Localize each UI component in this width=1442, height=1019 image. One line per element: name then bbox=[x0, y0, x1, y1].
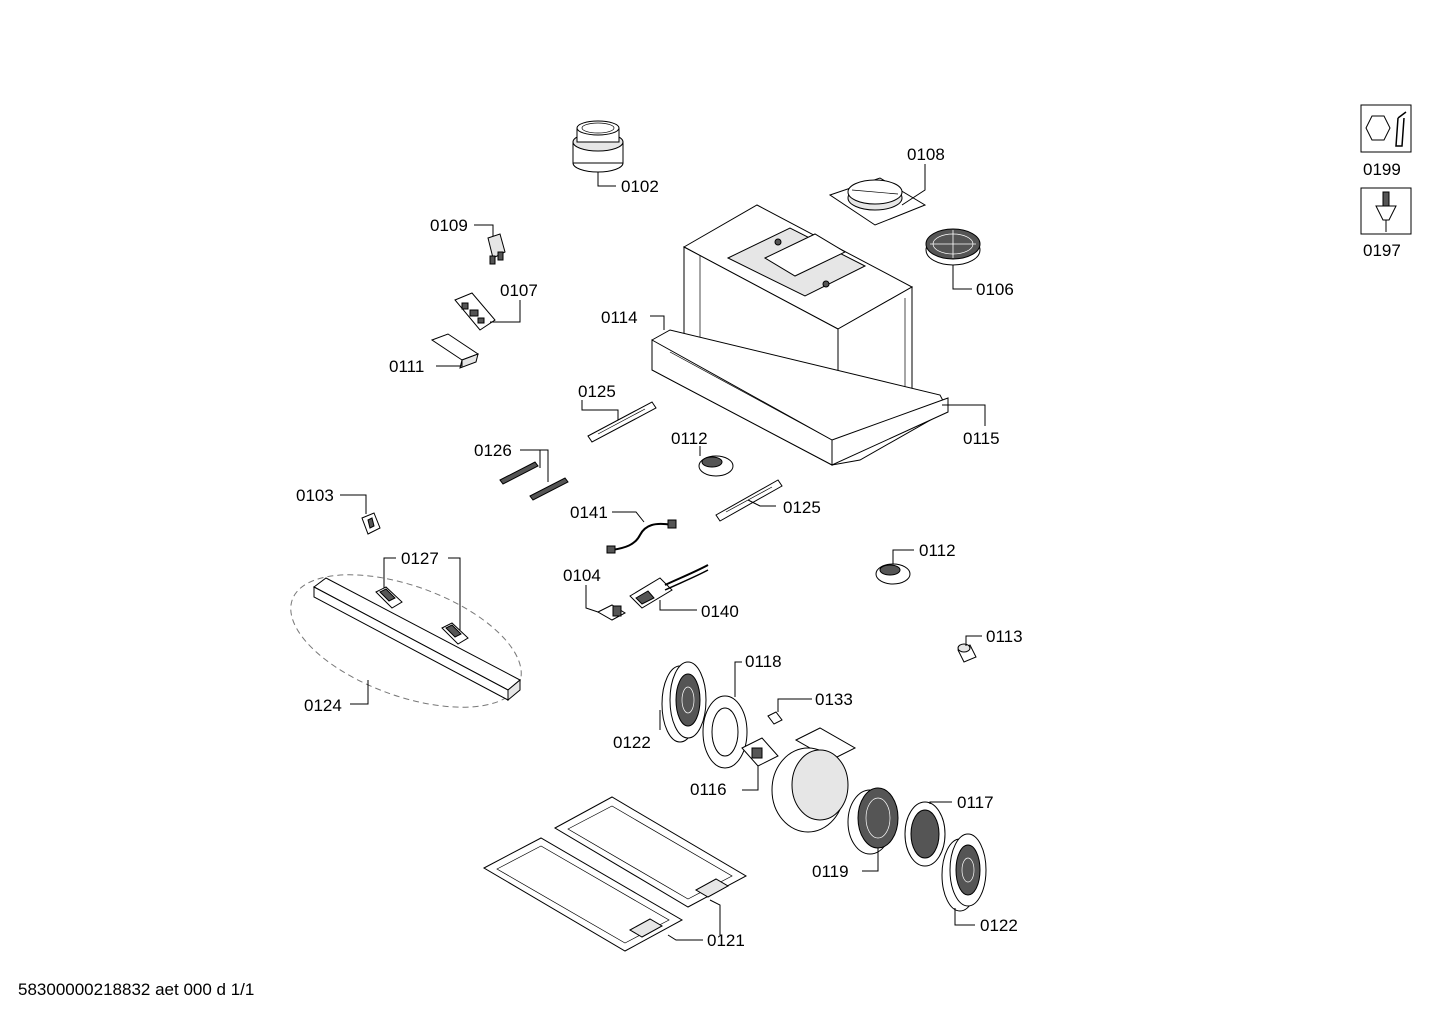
label-0118[interactable]: 0118 bbox=[745, 652, 782, 671]
part-0111-bracket bbox=[430, 333, 480, 369]
label-0133[interactable]: 0133 bbox=[815, 690, 853, 709]
label-0102[interactable]: 0102 bbox=[621, 177, 659, 196]
label-0116[interactable]: 0116 bbox=[690, 780, 727, 799]
part-0117-grille bbox=[904, 801, 952, 867]
label-0125-b[interactable]: 0125 bbox=[783, 498, 821, 517]
label-0113[interactable]: 0113 bbox=[986, 627, 1023, 646]
label-0108[interactable]: 0108 bbox=[907, 145, 945, 164]
label-0127[interactable]: 0127 bbox=[401, 549, 439, 568]
part-0125-slide-rail-b bbox=[715, 479, 783, 522]
label-0121[interactable]: 0121 bbox=[707, 931, 745, 950]
part-0122-carbon-filter-b bbox=[941, 833, 987, 926]
part-0122-carbon-filter bbox=[659, 661, 707, 743]
part-0112-knob-b bbox=[875, 549, 914, 585]
label-0124[interactable]: 0124 bbox=[304, 696, 342, 715]
legend-tools-icon bbox=[1360, 104, 1412, 153]
legend-screwdriver-icon bbox=[1360, 187, 1412, 235]
part-0102-duct-adapter bbox=[572, 120, 624, 187]
part-0141-cable bbox=[606, 511, 677, 554]
part-0126-strips bbox=[499, 449, 569, 501]
label-0109[interactable]: 0109 bbox=[430, 216, 468, 235]
part-0113-spacer bbox=[957, 635, 982, 663]
part-0140-lamp-module bbox=[629, 564, 709, 611]
label-0112-b[interactable]: 0112 bbox=[919, 541, 956, 560]
label-0106[interactable]: 0106 bbox=[976, 280, 1014, 299]
part-0133-capacitor bbox=[767, 698, 812, 725]
label-0104[interactable]: 0104 bbox=[563, 566, 601, 585]
label-0140[interactable]: 0140 bbox=[701, 602, 739, 621]
label-0111[interactable]: 0111 bbox=[389, 357, 424, 376]
label-0103[interactable]: 0103 bbox=[296, 486, 334, 505]
label-0114[interactable]: 0114 bbox=[601, 308, 638, 327]
legend-label-tools: 0199 bbox=[1363, 160, 1401, 179]
part-0103-clip bbox=[340, 494, 381, 535]
part-0104-connector bbox=[585, 585, 627, 621]
part-blower-housing bbox=[771, 727, 857, 833]
part-0108-flange-plate bbox=[828, 164, 927, 226]
part-0116-motor-mount bbox=[741, 737, 779, 791]
part-0118-ring bbox=[702, 661, 748, 769]
label-0125-a[interactable]: 0125 bbox=[578, 382, 616, 401]
legend-label-screwdriver: 0197 bbox=[1363, 241, 1401, 260]
label-0112-a[interactable]: 0112 bbox=[671, 429, 708, 448]
part-0109-switch bbox=[474, 224, 506, 265]
label-0122-a[interactable]: 0122 bbox=[613, 733, 651, 752]
label-0122-b[interactable]: 0122 bbox=[980, 916, 1018, 935]
label-0119[interactable]: 0119 bbox=[812, 862, 849, 881]
label-0107[interactable]: 0107 bbox=[500, 281, 538, 300]
part-0114-hood-housing bbox=[650, 204, 986, 466]
part-0125-slide-rail bbox=[581, 400, 657, 443]
label-0141[interactable]: 0141 bbox=[570, 503, 608, 522]
part-0106-round-filter bbox=[925, 228, 981, 290]
part-0119-impeller bbox=[847, 787, 899, 872]
part-0121-grease-filters bbox=[482, 796, 748, 952]
label-0126[interactable]: 0126 bbox=[474, 441, 512, 460]
document-id-footer: 58300000218832 aet 000 d 1/1 bbox=[18, 980, 255, 999]
part-0124-handle-assembly bbox=[290, 557, 522, 708]
label-0117[interactable]: 0117 bbox=[957, 793, 994, 812]
label-0115[interactable]: 0115 bbox=[963, 429, 1000, 448]
part-0107-control-module bbox=[454, 292, 521, 331]
part-0112-knob bbox=[698, 446, 734, 477]
